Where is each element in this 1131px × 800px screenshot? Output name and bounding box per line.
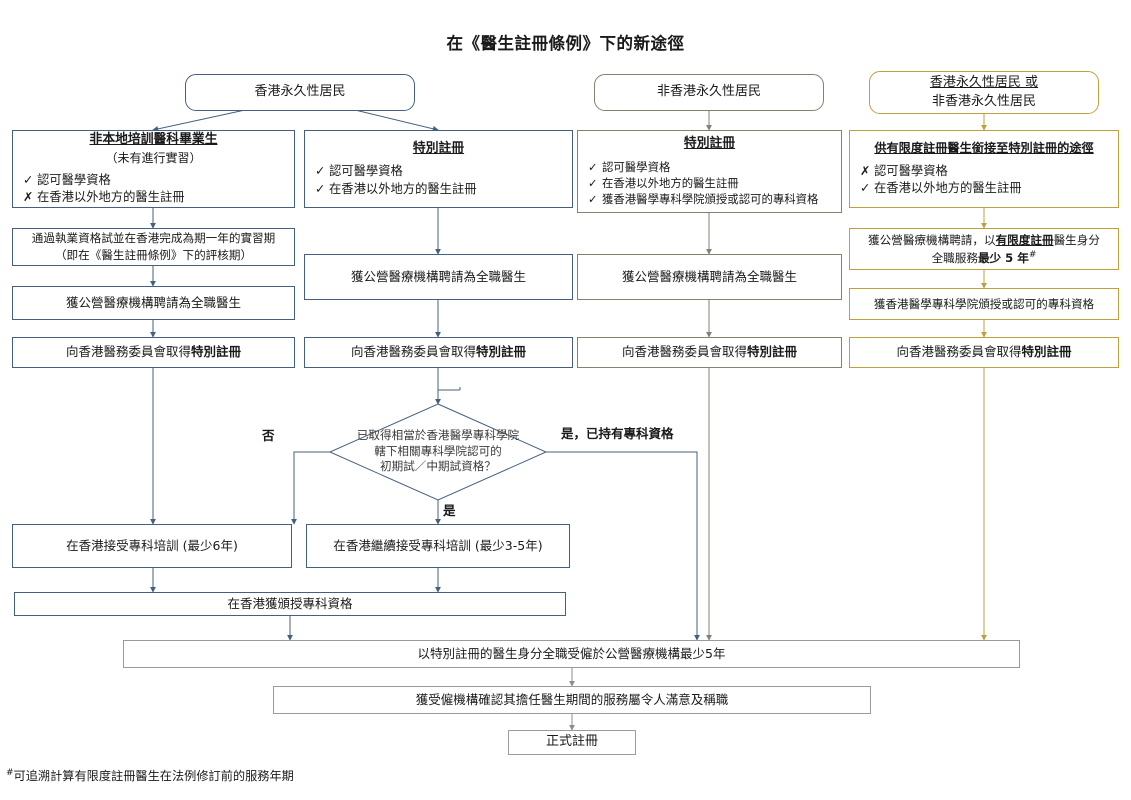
criteria-box-col2[interactable]: 特別註冊 ✓認可醫學資格 ✓在香港以外地方的醫生註冊 [304,130,573,208]
step-line1: 向香港醫務委員會取得特別註冊 [896,344,1072,360]
check-icon: ✓ [588,176,598,191]
check-icon: ✓ [315,181,326,196]
step-line1: 向香港醫務委員會取得特別註冊 [65,344,242,360]
step-line1: 獲公營醫療機構聘請為全職醫生 [65,294,241,310]
step-col1-special-registration[interactable]: 向香港醫務委員會取得特別註冊 [12,337,295,368]
step-col4-specialist-qualification[interactable]: 獲香港醫學專科學院頒授或認可的專科資格 [849,288,1119,320]
criteria-title: 供有限度註冊醫生銜接至特別註冊的途徑 [874,141,1094,156]
criteria-bullet: ✓認可醫學資格 [588,159,671,174]
full-registration-box[interactable]: 正式註冊 [508,730,636,755]
edge-label-no: 否 [262,428,275,443]
step-col2-special-registration[interactable]: 向香港醫務委員會取得特別註冊 [304,337,573,368]
header-non-hk-permanent-resident[interactable]: 非香港永久性居民 [594,74,824,111]
common-employment-5years-box[interactable]: 以特別註冊的醫生身分全職受僱於公營醫療機構最少5年 [123,640,1020,668]
cross-icon: ✗ [23,190,34,205]
step-col4-limited-registration-service[interactable]: 獲公營醫療機構聘請，以有限度註冊醫生身分 全職服務最少 5 年# [849,228,1119,270]
criteria-bullet: ✓獲香港醫學專科學院頒授或認可的專科資格 [588,192,819,207]
training-label: 在香港繼續接受專科培訓 (最少3-5年) [333,537,543,553]
qualification-label: 在香港獲頒授專科資格 [227,595,353,611]
common-confirmation-box[interactable]: 獲受僱機構確認其擔任醫生期間的服務屬令人滿意及稱職 [273,686,871,714]
decision-node-text[interactable]: 已取得相當於香港醫學專科學院 轄下相關專科學院認可的 初期試／中期試資格？ [338,428,538,475]
decision-line2: 轄下相關專科學院認可的 [374,443,502,458]
edge-label-yes: 是 [443,503,456,518]
header-hk-permanent-resident[interactable]: 香港永久性居民 [185,74,415,111]
criteria-bullet: ✗在香港以外地方的醫生註冊 [23,189,294,206]
step-line1: 向香港醫務委員會取得特別註冊 [350,344,527,360]
training-box-right[interactable]: 在香港繼續接受專科培訓 (最少3-5年) [306,524,570,568]
page-title: 在《醫生註冊條例》下的新途徑 [446,34,685,53]
footnote-text: 可追溯計算有限度註冊醫生在法例修訂前的服務年期 [13,769,294,783]
criteria-bullets: ✗認可醫學資格 ✓在香港以外地方的醫生註冊 [850,163,1118,198]
footnote-marker: # [6,767,14,778]
criteria-title: 特別註冊 [683,136,736,152]
criteria-subtitle: （未有進行實習） [105,150,202,165]
step-line1: 獲香港醫學專科學院頒授或認可的專科資格 [873,296,1095,311]
specialist-qualification-box[interactable]: 在香港獲頒授專科資格 [14,592,566,616]
step-line2: 全職服務最少 5 年# [931,249,1037,265]
check-icon: ✓ [315,164,326,179]
header-label-line2: 非香港永久性居民 [931,93,1036,109]
common-label: 以特別註冊的醫生身分全職受僱於公營醫療機構最少5年 [417,645,726,661]
step-col3-employment[interactable]: 獲公營醫療機構聘請為全職醫生 [577,254,842,300]
criteria-bullet: ✓在香港以外地方的醫生註冊 [860,180,1118,197]
header-label-line1: 香港永久性居民 或 [929,75,1039,91]
cross-icon: ✗ [860,163,871,178]
step-col2-employment[interactable]: 獲公營醫療機構聘請為全職醫生 [304,254,573,300]
training-label: 在香港接受專科培訓 (最少6年) [66,537,238,553]
criteria-box-col3[interactable]: 特別註冊 ✓認可醫學資格 ✓在香港以外地方的醫生註冊 ✓獲香港醫學專科學院頒授或… [577,130,842,213]
check-icon: ✓ [588,159,598,174]
header-label: 香港永久性居民 [254,84,346,100]
edge-label-yes-has-specialist: 是，已持有專科資格 [561,426,674,441]
step-line1: 獲公營醫療機構聘請，以有限度註冊醫生身分 [868,232,1100,247]
step-col3-special-registration[interactable]: 向香港醫務委員會取得特別註冊 [577,337,842,368]
check-icon: ✓ [23,173,34,188]
common-label: 正式註冊 [545,734,598,750]
criteria-bullet: ✓在香港以外地方的醫生註冊 [588,176,739,191]
criteria-bullet: ✓認可醫學資格 [315,163,572,180]
decision-line3: 初期試／中期試資格？ [380,459,496,474]
header-label: 非香港永久性居民 [656,84,761,100]
criteria-bullet: ✗認可醫學資格 [860,163,1118,180]
step-line1: 獲公營醫療機構聘請為全職醫生 [621,268,797,284]
step-col4-special-registration[interactable]: 向香港醫務委員會取得特別註冊 [849,337,1119,368]
check-icon: ✓ [860,181,871,196]
criteria-title: 特別註冊 [412,140,465,156]
criteria-title: 非本地培訓醫科畢業生 [89,132,218,148]
header-hk-or-non-hk-permanent-resident[interactable]: 香港永久性居民 或 非香港永久性居民 [869,71,1099,114]
check-icon: ✓ [588,192,598,207]
criteria-box-col4[interactable]: 供有限度註冊醫生銜接至特別註冊的途徑 ✗認可醫學資格 ✓在香港以外地方的醫生註冊 [849,130,1119,208]
step-line2: （即在《醫生註冊條例》下的評核期） [54,248,253,262]
footnote: #可追溯計算有限度註冊醫生在法例修訂前的服務年期 [6,766,294,784]
criteria-bullet: ✓在香港以外地方的醫生註冊 [315,181,572,198]
step-col1-employment[interactable]: 獲公營醫療機構聘請為全職醫生 [12,286,295,320]
criteria-bullets: ✓認可醫學資格 ✓在香港以外地方的醫生註冊 [305,163,572,198]
criteria-bullet: ✓認可醫學資格 [23,172,294,189]
common-label: 獲受僱機構確認其擔任醫生期間的服務屬令人滿意及稱職 [415,691,729,707]
step-col1-licensing-exam[interactable]: 通過執業資格試並在香港完成為期一年的實習期 （即在《醫生註冊條例》下的評核期） [12,228,295,266]
step-line1: 獲公營醫療機構聘請為全職醫生 [350,268,526,284]
criteria-bullets: ✓認可醫學資格 ✓在香港以外地方的醫生註冊 ✓獲香港醫學專科學院頒授或認可的專科… [578,159,841,208]
decision-line1: 已取得相當於香港醫學專科學院 [356,428,520,442]
criteria-box-col1[interactable]: 非本地培訓醫科畢業生 （未有進行實習） ✓認可醫學資格 ✗在香港以外地方的醫生註… [12,130,295,208]
criteria-bullets: ✓認可醫學資格 ✗在香港以外地方的醫生註冊 [13,172,294,207]
training-box-left[interactable]: 在香港接受專科培訓 (最少6年) [12,524,292,568]
step-line1: 通過執業資格試並在香港完成為期一年的實習期 [31,231,276,246]
step-line1: 向香港醫務委員會取得特別註冊 [621,344,798,360]
